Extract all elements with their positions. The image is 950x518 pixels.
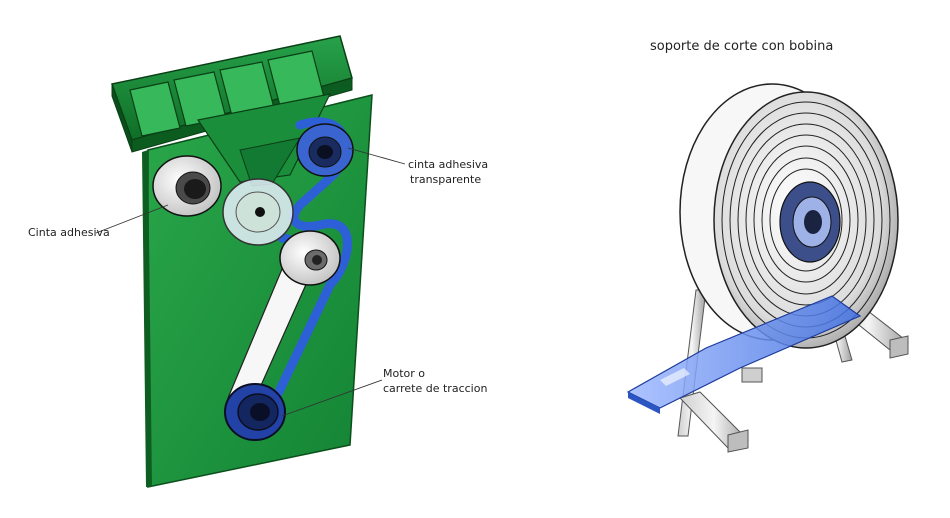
label-clear-tape-line1: cinta adhesiva (408, 158, 489, 171)
label-motor-line1: Motor o (383, 367, 426, 380)
coil-stand-title: soporte de corte con bobina (650, 39, 834, 54)
clear-tape-roller (296, 123, 354, 177)
blue-cutting-plate (626, 295, 862, 414)
leader-lines (95, 147, 406, 417)
tape-coil (679, 83, 899, 349)
hopper-bins (111, 35, 353, 187)
label-adhesive-tape: Cinta adhesiva (28, 226, 110, 239)
motor-spool (224, 383, 286, 441)
label-motor-line2: carrete de traccion (383, 382, 488, 395)
pressure-roller (279, 230, 341, 286)
transparent-guide-wheel (222, 178, 294, 246)
label-clear-tape-line2: transparente (410, 173, 482, 186)
adhesive-tape-roll (152, 155, 222, 217)
